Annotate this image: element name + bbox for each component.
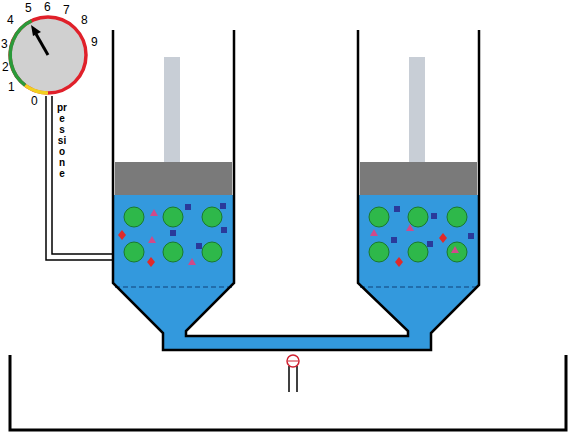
particle: [408, 207, 428, 227]
particle: [202, 242, 222, 262]
particle: [447, 207, 467, 227]
particle: [395, 257, 403, 267]
scale-number: 1: [8, 81, 15, 93]
particle: [369, 207, 389, 227]
filter: [360, 286, 477, 288]
particle: [439, 233, 447, 243]
particle: [147, 257, 155, 267]
scale-number: 2: [2, 61, 9, 73]
particle: [391, 237, 397, 243]
scale-number: 3: [1, 38, 8, 50]
valve: [288, 361, 298, 362]
particle: [468, 233, 474, 239]
particle: [118, 230, 126, 240]
scale-number: 5: [25, 2, 32, 14]
particle: [406, 224, 414, 231]
valve-stem: [296, 366, 298, 392]
piston: [115, 162, 232, 195]
scale-number: 8: [81, 14, 88, 26]
particles: [118, 203, 474, 267]
pressure-gauge: [10, 17, 86, 93]
gauge-tube: [52, 96, 113, 254]
scale-number: 0: [31, 95, 38, 107]
scale-number: 6: [44, 1, 51, 13]
filter: [115, 286, 232, 288]
gauge-needle: [36, 34, 48, 55]
piston-rod: [164, 57, 180, 162]
particle: [188, 258, 196, 265]
gauge-scale: [10, 40, 25, 85]
particle: [221, 227, 227, 233]
particle: [408, 242, 428, 262]
gauge-scale: [13, 21, 31, 40]
particle: [394, 206, 400, 212]
gauge-tube: [46, 96, 113, 260]
valve-stem: [288, 366, 290, 392]
particle: [124, 242, 144, 262]
tray: [10, 355, 566, 430]
particle: [170, 230, 176, 236]
particle: [148, 236, 156, 243]
piston-rod: [409, 57, 425, 162]
particle: [447, 242, 467, 262]
particle: [427, 241, 433, 247]
particle: [150, 209, 158, 216]
scale-number: 7: [63, 4, 70, 16]
particle: [431, 213, 437, 219]
particle: [185, 204, 191, 210]
valve: [287, 355, 299, 367]
particle: [370, 229, 378, 236]
liquid: [113, 195, 479, 350]
gauge-scale: [25, 85, 48, 93]
particle: [163, 242, 183, 262]
particle: [163, 207, 183, 227]
particle: [202, 207, 222, 227]
scale-number: 4: [7, 14, 14, 26]
particle: [369, 242, 389, 262]
piston: [360, 162, 477, 195]
vessel-outline: [113, 30, 479, 350]
scale-number: 9: [91, 36, 98, 48]
gauge-needle: [31, 25, 41, 36]
tube-label: pressione: [57, 102, 67, 179]
particle: [451, 246, 459, 253]
particle: [220, 203, 226, 209]
particle: [124, 207, 144, 227]
particle: [196, 243, 202, 249]
